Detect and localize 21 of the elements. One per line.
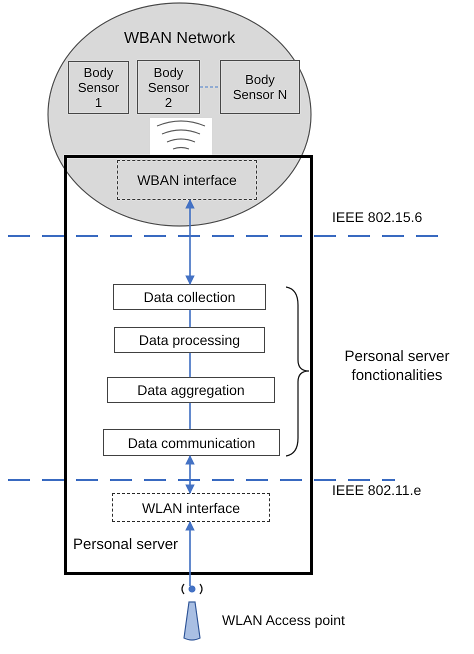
dotted-connector: [200, 86, 220, 88]
node-caption: WLAN Access point: [222, 612, 345, 628]
interface-box: WBAN interface: [117, 160, 257, 200]
sensor-box: Body Sensor 1: [68, 61, 129, 114]
group-title: Personal server: [73, 536, 178, 553]
sensor-box: Body Sensor 2: [137, 60, 200, 114]
process-box: Data aggregation: [107, 377, 275, 403]
arrow: [185, 199, 195, 285]
process-box: Data communication: [103, 429, 280, 456]
group-title: WBAN Network: [122, 30, 236, 48]
arrow: [185, 455, 195, 494]
process-box: Data collection: [113, 284, 266, 310]
network-ellipse: [47, 2, 312, 227]
group-label: Personal server fonctionalities: [343, 347, 451, 385]
process-box: Data processing: [114, 327, 265, 353]
standard-label: IEEE 802.15.6: [332, 209, 422, 225]
sensor-box: Body Sensor N: [220, 60, 300, 114]
server-frame: [64, 155, 313, 575]
standard-label: IEEE 802.11.e: [332, 482, 422, 498]
interface-box: WLAN interface: [112, 493, 270, 522]
arrow: [185, 521, 195, 586]
